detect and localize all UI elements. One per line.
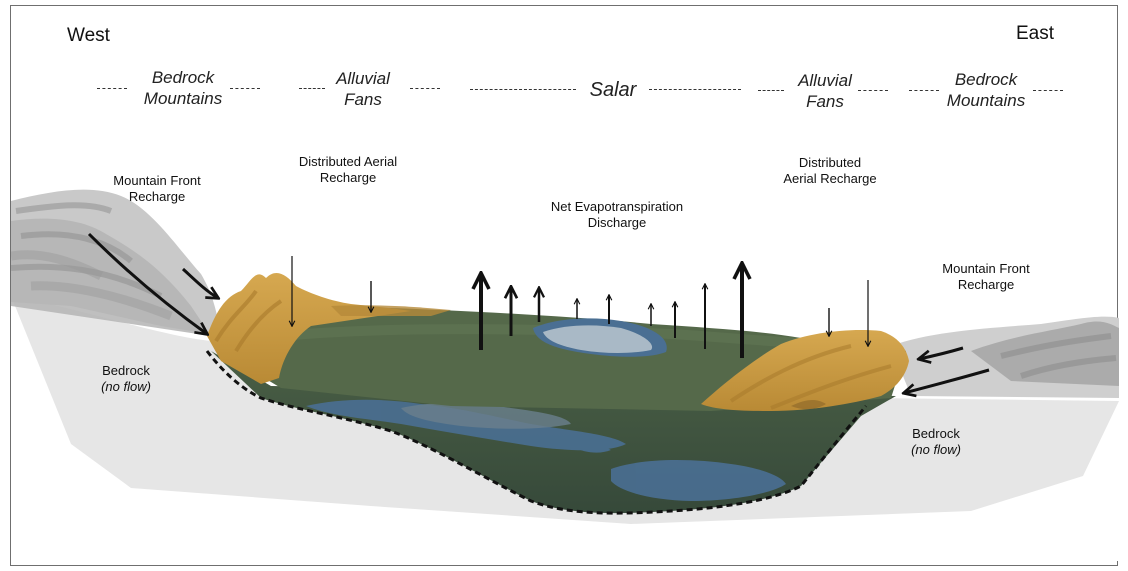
zone-divider [858,90,888,91]
no-flow-boundary [205,350,868,515]
net-evapotranspiration-discharge-label: Net Evapotranspiration Discharge [550,199,684,231]
zone-divider [470,89,576,90]
salar-lagoon [533,318,667,357]
mountain-front-recharge-arrow-west-1 [87,232,207,334]
east-alluvial-fan [701,330,909,411]
mountain-front-recharge-arrow-west-2 [181,267,218,298]
west-label: West [67,25,110,46]
zone-divider [1033,90,1063,91]
distributed-aerial-recharge-west-label: Distributed Aerial Recharge [298,154,398,186]
cross-section-diagram [11,189,1119,561]
zone-divider [410,88,440,89]
mountain-front-recharge-east-label: Mountain Front Recharge [942,261,1030,293]
bedrock-no-flow-west-label: Bedrock (no flow) [101,363,151,395]
zone-alluvial-fans-east: Alluvial Fans [798,71,852,112]
west-alluvial-fan [207,272,451,384]
zone-bedrock-mountains-east: Bedrock Mountains [946,70,1026,111]
east-label: East [1016,23,1055,44]
mountain-front-recharge-arrow-east-1 [919,346,964,359]
mountain-front-recharge-west-label: Mountain Front Recharge [113,173,201,205]
west-bedrock-mountains [11,189,221,336]
zone-divider [97,88,127,89]
zone-alluvial-fans-west: Alluvial Fans [336,69,390,110]
distributed-aerial-recharge-east-label: Distributed Aerial Recharge [783,155,877,187]
zone-salar: Salar [589,79,637,101]
zone-divider [649,89,741,90]
zone-divider [909,90,939,91]
bedrock-no-flow-east-label: Bedrock (no flow) [911,426,961,458]
figure-frame: West East Bedrock Mountains Alluvial Fan… [10,5,1119,566]
mountain-front-recharge-arrow-east-2 [904,368,990,393]
zone-divider [299,88,325,89]
east-bedrock-mountains [891,316,1119,398]
zone-divider [230,88,260,89]
zone-bedrock-mountains-west: Bedrock Mountains [143,68,223,109]
groundwater-lenses [306,399,786,501]
zone-divider [758,90,784,91]
